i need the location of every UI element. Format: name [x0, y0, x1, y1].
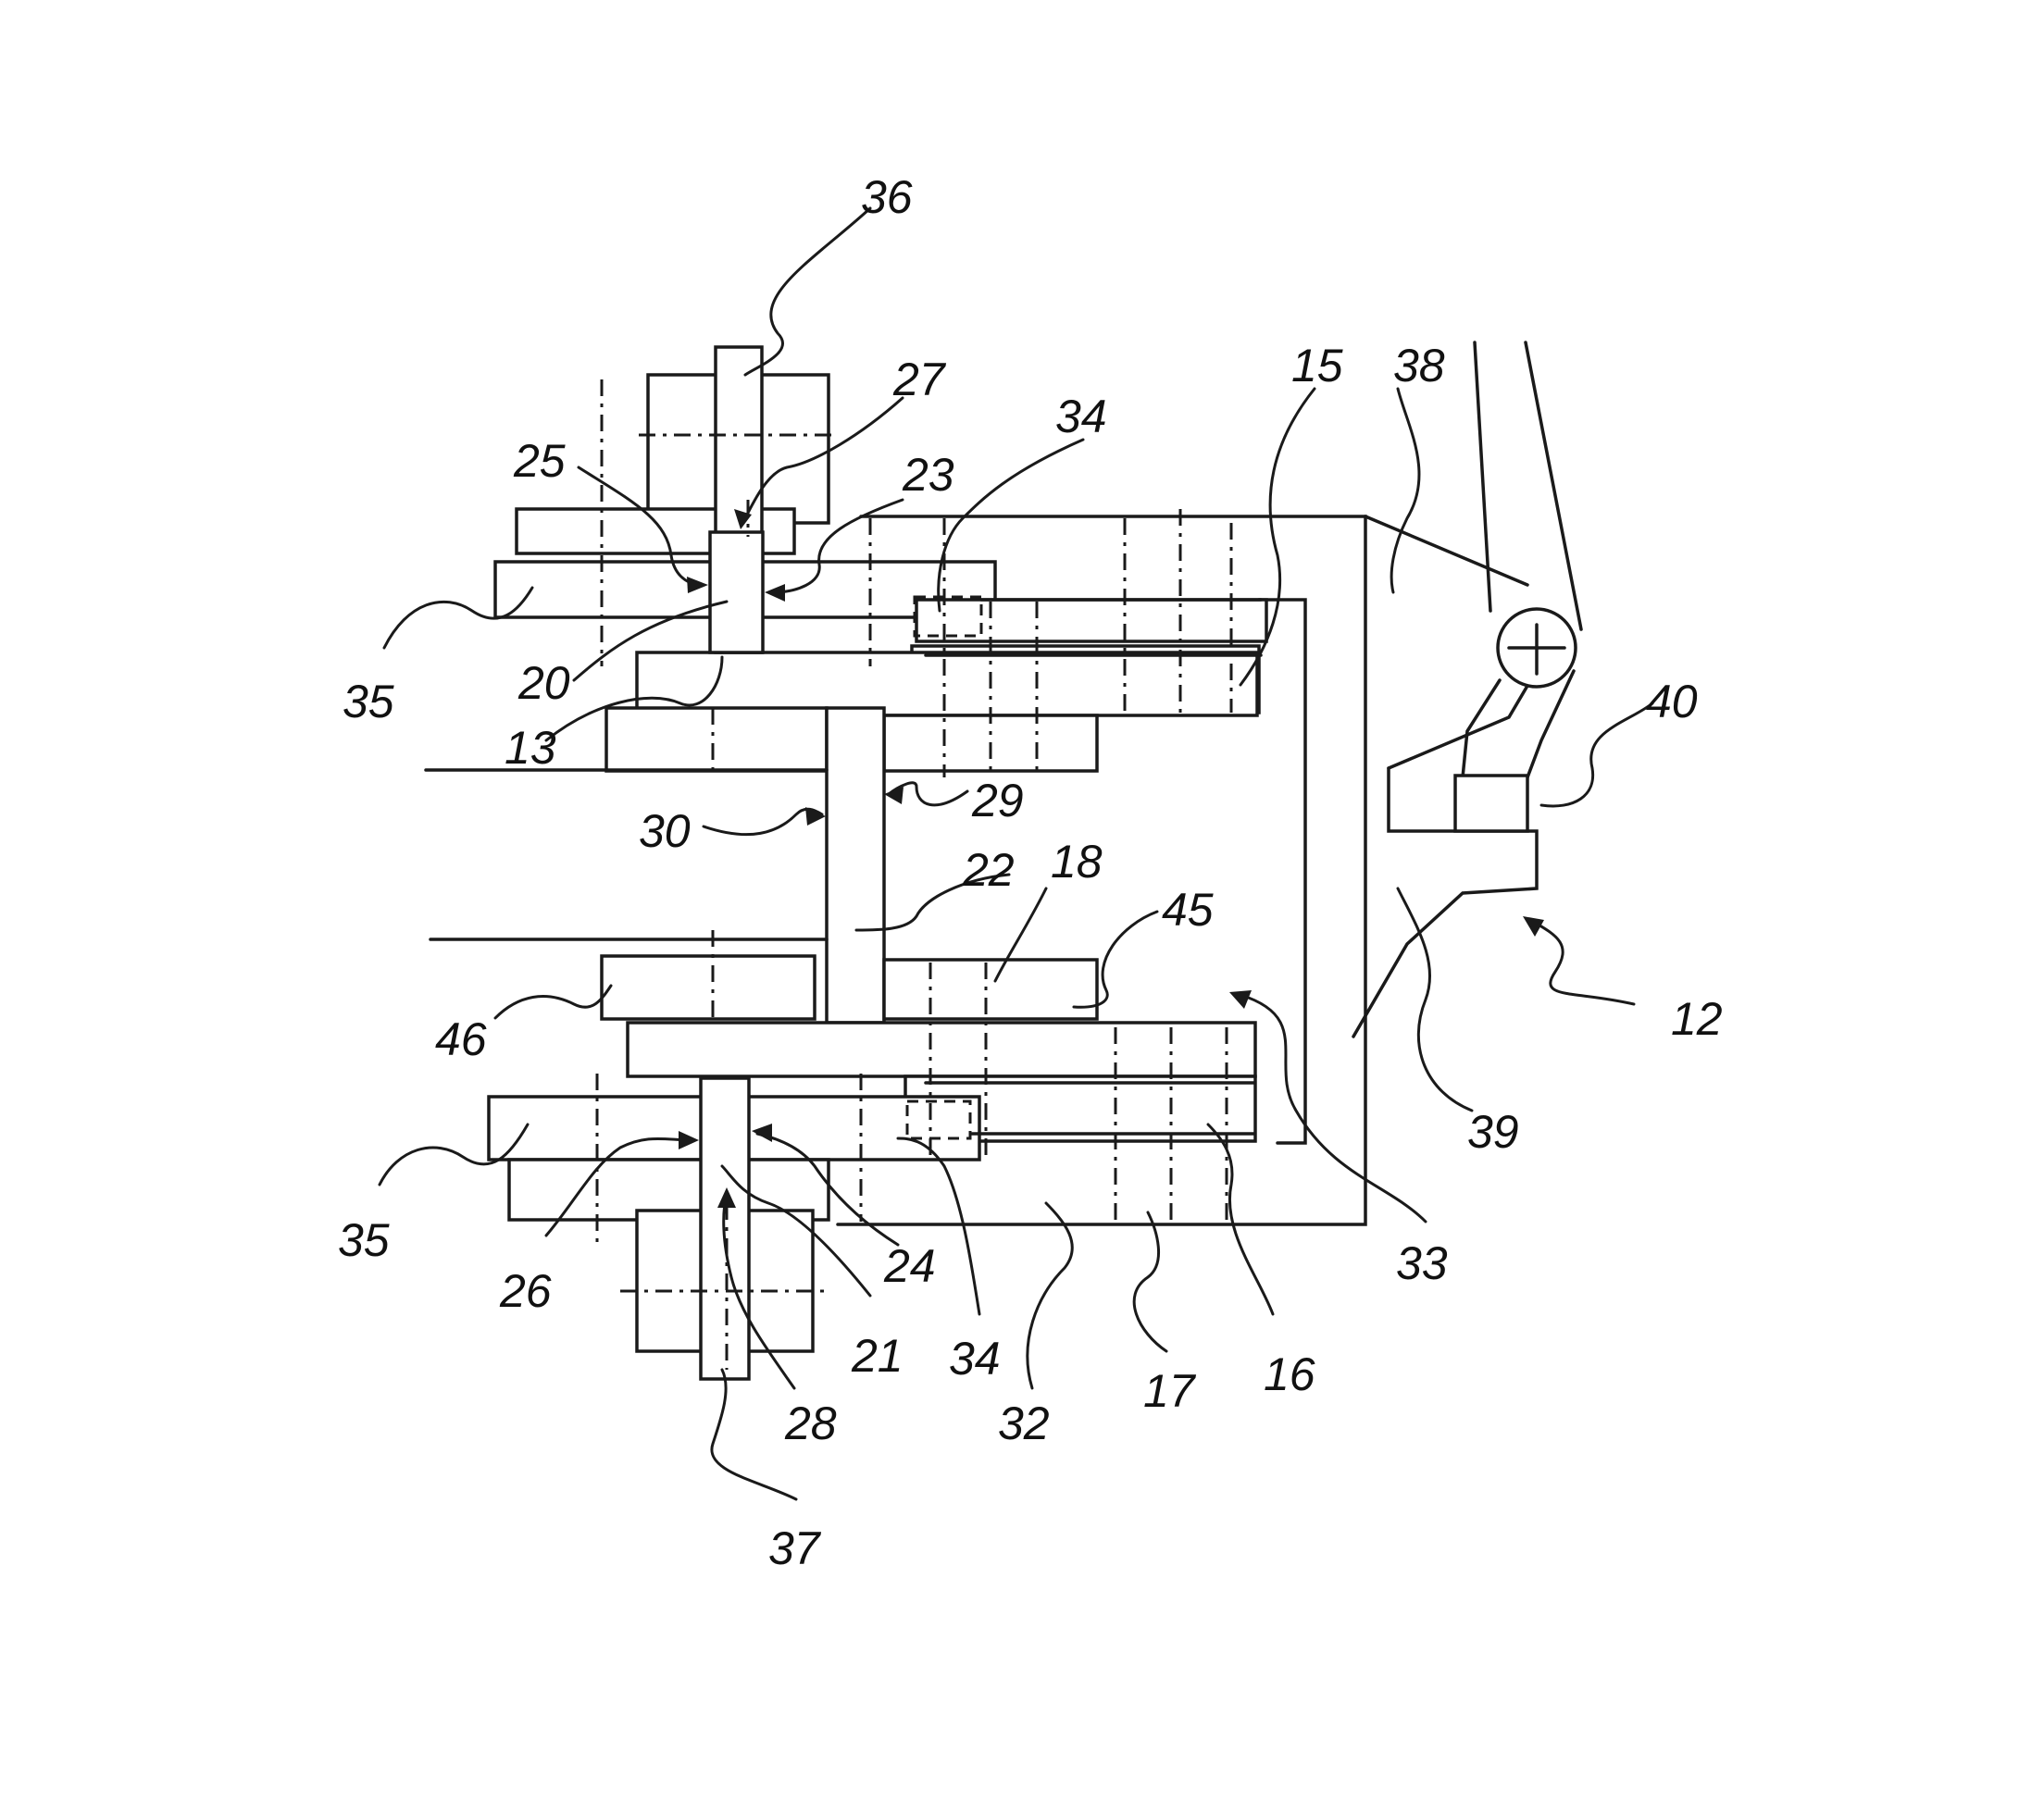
ref-15: 15: [1291, 340, 1343, 391]
leader-12: [1532, 921, 1634, 1004]
ref-21: 21: [851, 1330, 904, 1382]
leader-46: [495, 986, 611, 1018]
shaft-block-20: [710, 532, 763, 652]
upper-plate-low: [606, 708, 827, 771]
leader-36: [745, 208, 870, 375]
leader-lines: [380, 208, 1652, 1499]
ref-35b: 35: [338, 1214, 390, 1266]
reference-numerals: 36 27 34 15 38 25 23 35 20 13 40 30 29 2…: [338, 171, 1723, 1574]
lever-left-edge: [1475, 342, 1490, 611]
bracket-38: [1365, 516, 1527, 585]
lower-plate-main: [628, 1023, 1255, 1076]
leader-17: [1134, 1212, 1166, 1351]
ref-34: 34: [1055, 391, 1107, 442]
upper-plate-13: [637, 652, 1257, 715]
ref-34b: 34: [949, 1333, 1001, 1385]
ref-33: 33: [1396, 1237, 1448, 1289]
leader-32: [1028, 1203, 1072, 1388]
ref-20: 20: [517, 657, 570, 709]
ref-39: 39: [1467, 1106, 1519, 1158]
leader-40: [1541, 703, 1652, 806]
lower-plate-46: [602, 956, 815, 1019]
ref-22: 22: [962, 844, 1015, 896]
ref-13: 13: [505, 722, 556, 774]
ref-32: 32: [998, 1397, 1050, 1449]
ref-26: 26: [499, 1265, 552, 1317]
leader-38: [1391, 389, 1419, 592]
ref-29: 29: [971, 775, 1024, 826]
shaft-22: [827, 708, 884, 1023]
leader-33: [1240, 995, 1426, 1222]
ref-17: 17: [1143, 1365, 1197, 1417]
lever-arm: [1463, 671, 1574, 777]
arrowhead-33: [1229, 990, 1252, 1009]
ref-45: 45: [1162, 884, 1214, 936]
ref-25: 25: [513, 435, 566, 487]
ref-38: 38: [1393, 340, 1445, 391]
ref-24: 24: [883, 1240, 936, 1292]
ref-46: 46: [435, 1013, 487, 1065]
lever-right-edge: [1526, 342, 1581, 629]
leader-37: [712, 1370, 796, 1499]
cam-block-40: [1455, 776, 1527, 831]
ref-23: 23: [902, 449, 954, 501]
ref-28: 28: [784, 1397, 837, 1449]
leader-39: [1398, 888, 1472, 1111]
ref-40: 40: [1646, 676, 1698, 727]
ref-16: 16: [1264, 1348, 1315, 1400]
ref-35: 35: [343, 676, 394, 727]
ref-30: 30: [639, 805, 691, 857]
ref-12: 12: [1671, 993, 1723, 1045]
leader-30: [704, 809, 822, 834]
lower-plate-18: [884, 960, 1097, 1019]
ref-36: 36: [861, 171, 913, 223]
ref-37: 37: [768, 1522, 822, 1574]
ref-27: 27: [892, 354, 947, 405]
lever-assembly: [1455, 342, 1581, 831]
inner-wall: [1259, 600, 1305, 1143]
ref-18: 18: [1051, 836, 1103, 888]
leader-16: [1208, 1124, 1273, 1314]
